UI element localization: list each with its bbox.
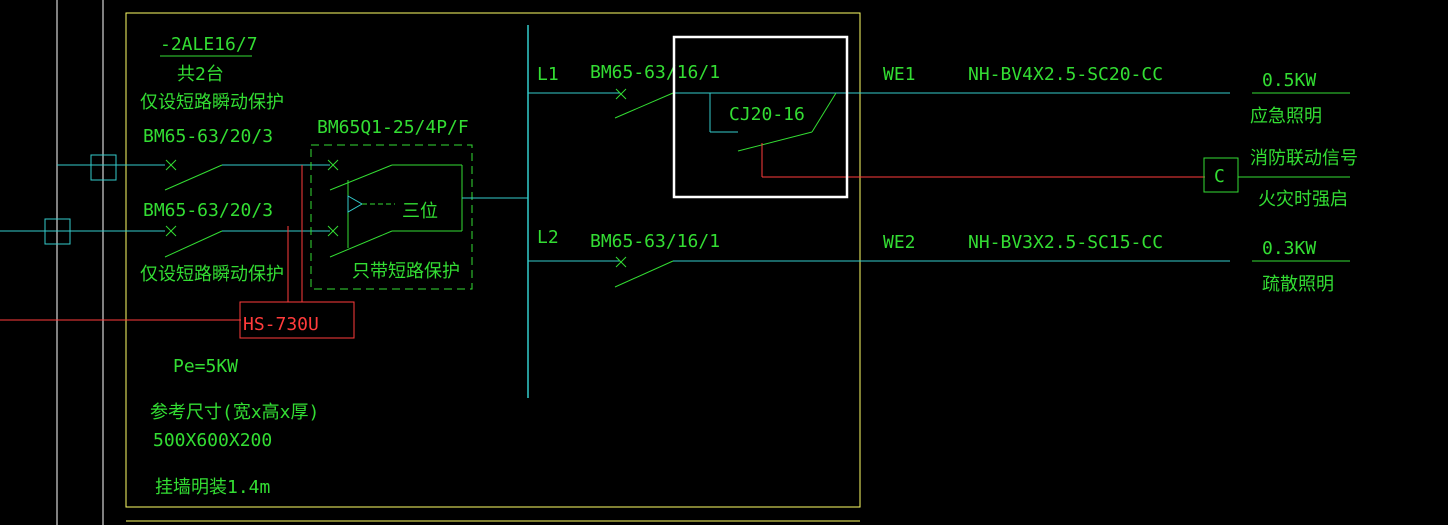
fire-link-symbol: C: [1214, 166, 1225, 187]
fire-link-label-2: 火灾时强启: [1258, 189, 1348, 210]
fire-link-label-1: 消防联动信号: [1250, 148, 1358, 169]
breaker-top-contact: [164, 164, 223, 191]
mounting-note: 挂墙明装1.4m: [155, 477, 270, 498]
circuit-2-breaker-contact: [614, 260, 674, 288]
contactor-model: CJ20-16: [729, 104, 805, 125]
circuit-2-phase: L2: [537, 227, 559, 248]
circuit-2-id: WE2: [883, 232, 916, 253]
size-value: 500X600X200: [153, 430, 272, 451]
contactor-aux-contact: [737, 131, 813, 152]
circuit-1-phase: L1: [537, 64, 559, 85]
note-bottom: 仅设短路瞬动保护: [140, 264, 284, 285]
circuit-1-load-name: 应急照明: [1250, 106, 1322, 127]
circuit-1-breaker-contact: [614, 92, 674, 119]
ats-enclosure: [310, 144, 473, 290]
breaker-top-model: BM65-63/20/3: [143, 126, 273, 147]
circuit-2-load-name: 疏散照明: [1262, 274, 1334, 295]
ats-trip-triangle: [347, 195, 364, 213]
size-label: 参考尺寸(宽x高x厚): [150, 402, 319, 423]
circuit-2-breaker: BM65-63/16/1: [590, 231, 720, 252]
ats-contact-2: [329, 230, 393, 258]
ats-note: 只带短路保护: [352, 261, 460, 282]
fire-link-box: [1203, 157, 1239, 193]
note-top: 仅设短路瞬动保护: [140, 92, 284, 113]
contactor-main-contact: [811, 92, 837, 133]
incoming-terminal-1: [90, 154, 117, 181]
breaker-bottom-model: BM65-63/20/3: [143, 200, 273, 221]
circuit-1-cable: NH-BV4X2.5-SC20-CC: [968, 64, 1163, 85]
breaker-bottom-contact: [164, 230, 223, 258]
panel-designation: -2ALE16/7: [160, 34, 258, 55]
monitor-model: HS-730U: [243, 314, 319, 335]
monitor-box: [239, 301, 355, 339]
power-rating: Pe=5KW: [173, 356, 238, 377]
highlight-box: [672, 35, 849, 199]
ats-position-label: 三位: [402, 201, 438, 222]
ats-contact-1: [329, 164, 393, 191]
circuit-2-load: 0.3KW: [1262, 238, 1316, 259]
circuit-1-id: WE1: [883, 64, 916, 85]
circuit-1-load: 0.5KW: [1262, 70, 1316, 91]
panel-frame: [125, 12, 861, 508]
circuit-1-breaker: BM65-63/16/1: [590, 62, 720, 83]
ats-model: BM65Q1-25/4P/F: [317, 117, 469, 138]
circuit-2-cable: NH-BV3X2.5-SC15-CC: [968, 232, 1163, 253]
panel-quantity: 共2台: [177, 64, 224, 85]
